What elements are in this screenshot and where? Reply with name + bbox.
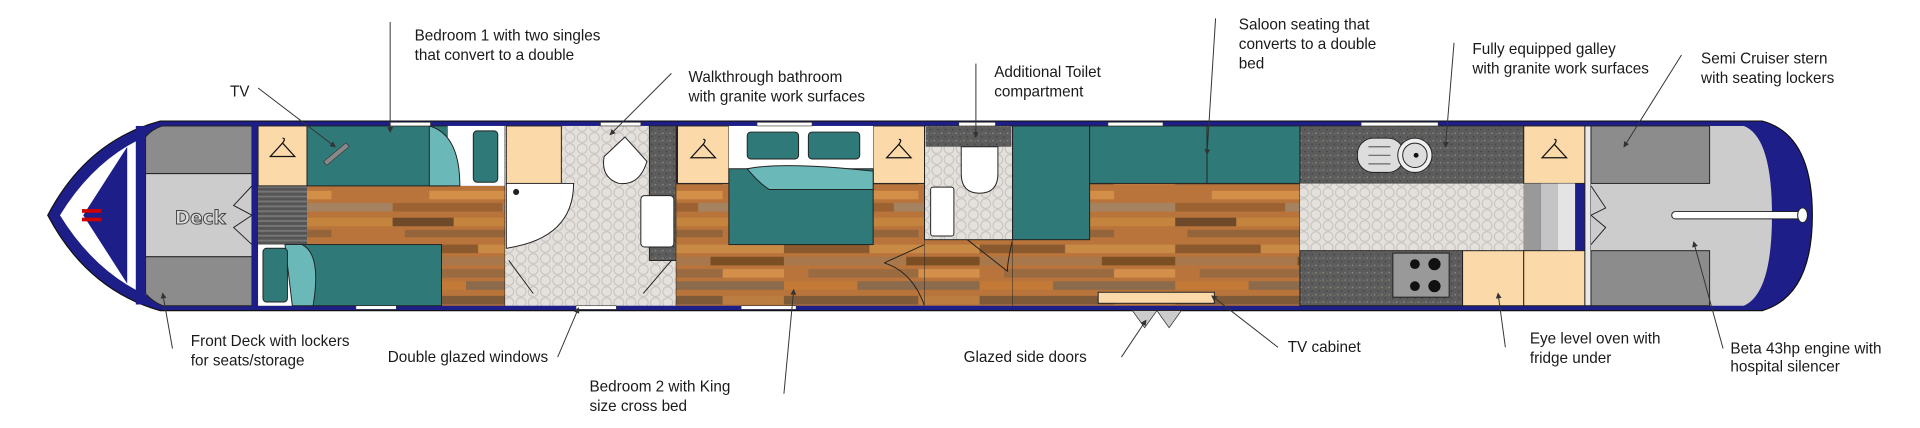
hanger-icon — [268, 137, 297, 158]
glazed-side-doors[interactable] — [1131, 310, 1183, 329]
steps — [1523, 183, 1576, 251]
granite-surface — [925, 125, 1012, 147]
hanger-icon — [885, 138, 913, 159]
stern-locker — [1590, 250, 1711, 307]
sink-icon — [1356, 137, 1433, 173]
shower — [505, 182, 575, 249]
saloon-seating — [1012, 125, 1091, 241]
cupboard — [1523, 250, 1586, 307]
tv — [323, 142, 350, 166]
pillow — [746, 131, 800, 160]
front-deck-locker-bottom — [145, 256, 253, 307]
pillow — [262, 247, 288, 303]
label-windows: Double glazed windows — [388, 349, 549, 366]
oven-fridge-unit — [1462, 250, 1525, 307]
label-tv: TV — [230, 84, 250, 101]
wardrobe — [1523, 125, 1586, 184]
wash-basin — [640, 195, 675, 248]
mooring-cleat-icon — [81, 209, 102, 222]
label-side-doors: Glazed side doors — [964, 349, 1087, 366]
hob-icon — [1392, 252, 1450, 298]
side-door[interactable] — [883, 244, 925, 306]
stern-locker — [1590, 125, 1711, 184]
rear-doors[interactable] — [1590, 185, 1607, 245]
hanger-icon — [1540, 138, 1568, 159]
toilet — [603, 136, 648, 185]
galley-floor — [1299, 183, 1524, 251]
front-deck-locker-top — [145, 125, 253, 175]
pillow — [472, 130, 499, 183]
hanger-icon — [689, 138, 717, 159]
wardrobe — [872, 125, 926, 184]
saloon-seating — [1089, 125, 1301, 184]
entry-mat — [258, 185, 307, 245]
tiller — [1671, 207, 1808, 224]
wardrobe — [257, 125, 308, 187]
tv-cabinet — [1097, 291, 1215, 304]
wardrobe — [677, 125, 730, 184]
bow-triangle — [83, 146, 128, 284]
deck-label: Deck — [175, 208, 227, 229]
side-door[interactable] — [967, 239, 1014, 272]
bathroom-cupboard — [505, 125, 562, 184]
leader-lines — [160, 18, 1724, 394]
single-bed-1 — [306, 125, 449, 187]
pillow — [807, 131, 861, 160]
label-tv-cabinet: TV cabinet — [1288, 339, 1362, 356]
wash-basin — [930, 186, 955, 237]
toilet — [960, 146, 999, 194]
single-bed-2 — [300, 244, 442, 307]
